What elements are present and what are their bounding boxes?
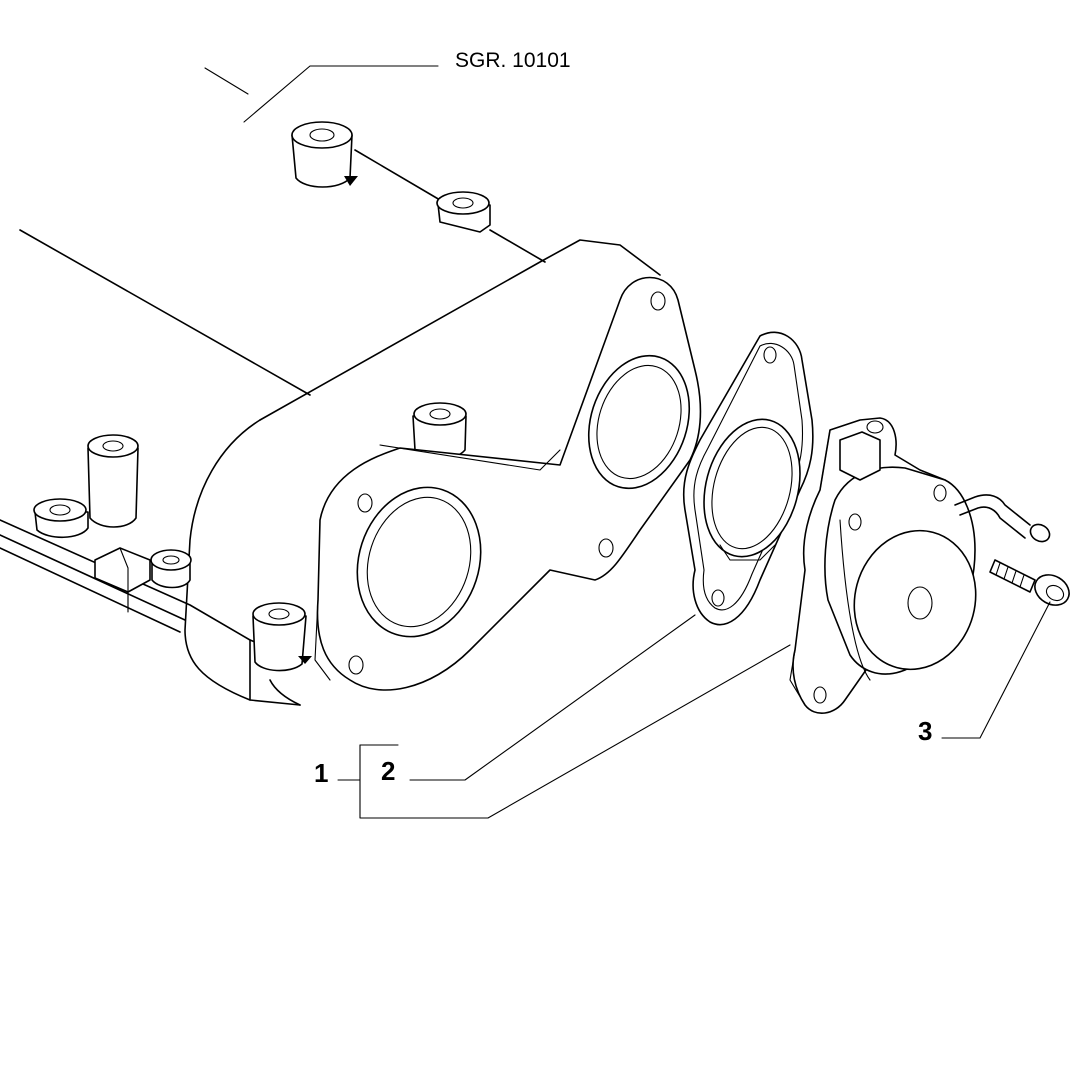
- stud-boss: [291, 121, 358, 188]
- reference-label: SGR. 10101: [455, 49, 571, 72]
- stud-boss: [412, 402, 467, 460]
- stud-boss: [436, 191, 491, 233]
- callout-leaders: [337, 601, 1051, 819]
- stud-boss: [87, 434, 139, 528]
- gasket: [682, 331, 814, 626]
- stud-boss: [150, 549, 192, 589]
- stud-boss: [252, 602, 312, 672]
- stud-boss: [33, 498, 89, 539]
- head-flange: [314, 276, 702, 691]
- callout-item-3: 3: [918, 716, 932, 746]
- callout-item-2: 2: [381, 756, 395, 786]
- cylinder-head: [0, 121, 661, 706]
- vacuum-pump: [789, 417, 1051, 714]
- callout-item-1: 1: [314, 758, 328, 788]
- bolt: [989, 559, 1070, 606]
- reference-callout: SGR. 10101: [204, 49, 571, 123]
